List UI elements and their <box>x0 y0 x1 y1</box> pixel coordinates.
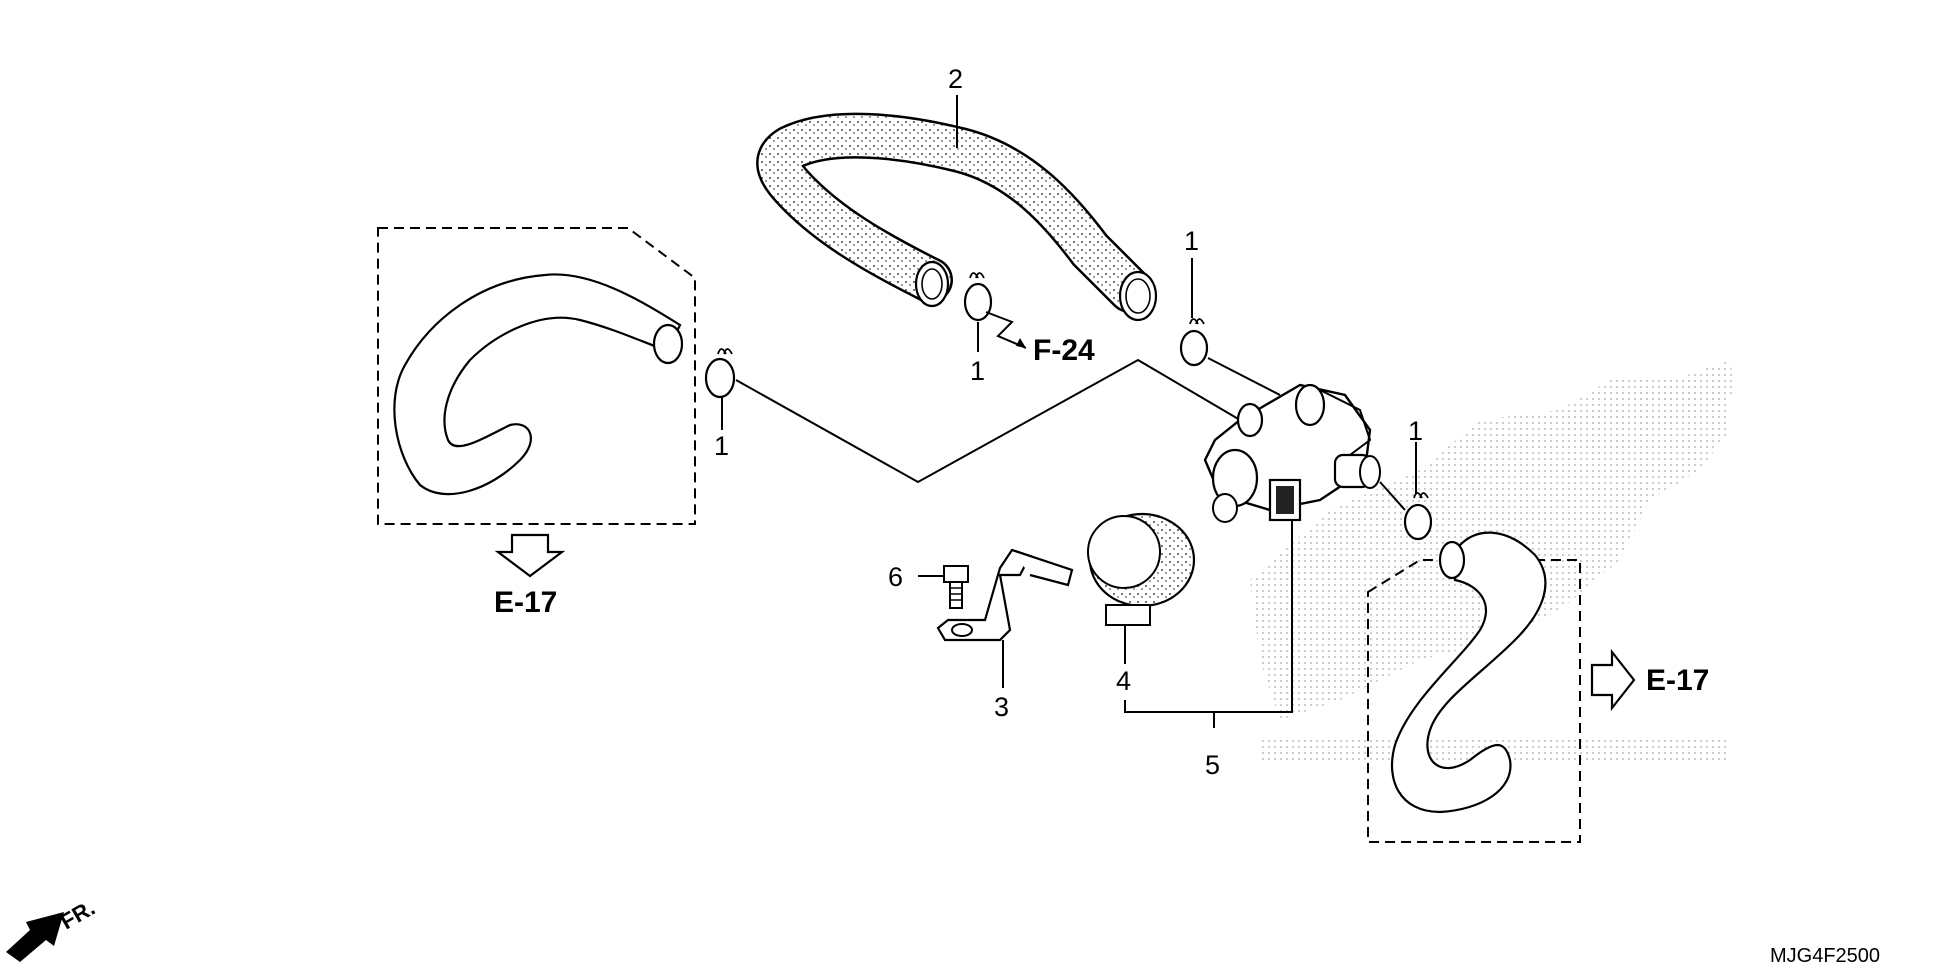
callout-clamp-upper-right: 1 <box>1184 226 1199 256</box>
valve-rubber-mount <box>1087 512 1196 626</box>
callout-clamp-right: 1 <box>1408 416 1423 446</box>
f24-zigzag-arrow <box>985 311 1027 349</box>
stay-bracket <box>936 548 1074 642</box>
clamp-upper-right <box>1179 318 1209 367</box>
callout-rubber-mount: 4 <box>1116 666 1131 696</box>
left-hose-group <box>377 227 696 525</box>
left-hose <box>393 273 682 496</box>
upper-page-ref: F-24 <box>1033 334 1095 367</box>
assembly-bracket-line <box>1124 520 1293 728</box>
callout-bolt: 6 <box>888 562 903 592</box>
bolt <box>943 565 969 609</box>
left-direction-arrow <box>494 533 566 578</box>
left-group-dashed-frame <box>377 227 696 525</box>
callout-clamp-left: 1 <box>714 431 729 461</box>
front-label: FR. <box>56 895 99 934</box>
callout-valve-assembly: 5 <box>1205 750 1220 780</box>
right-page-ref: E-17 <box>1646 664 1709 697</box>
right-hose-group <box>1367 531 1581 843</box>
callout-upper-hose: 2 <box>948 64 963 94</box>
right-hose <box>1390 531 1547 814</box>
callout-stay: 3 <box>994 692 1009 722</box>
callout-clamp-upper-middle: 1 <box>970 356 985 386</box>
connection-line-left <box>735 358 1241 484</box>
left-page-ref: E-17 <box>494 586 557 619</box>
clamp-left <box>704 348 736 399</box>
air-cutoff-valve <box>1203 383 1381 523</box>
right-group-dashed-frame <box>1367 559 1581 843</box>
right-direction-arrow <box>1590 648 1636 712</box>
clamp-right <box>1403 492 1433 541</box>
upper-hose <box>756 112 1158 322</box>
clamp-upper-middle <box>963 272 993 322</box>
front-arrow-icon <box>6 912 64 962</box>
diagram-code: MJG4F2500 <box>1770 945 1880 966</box>
